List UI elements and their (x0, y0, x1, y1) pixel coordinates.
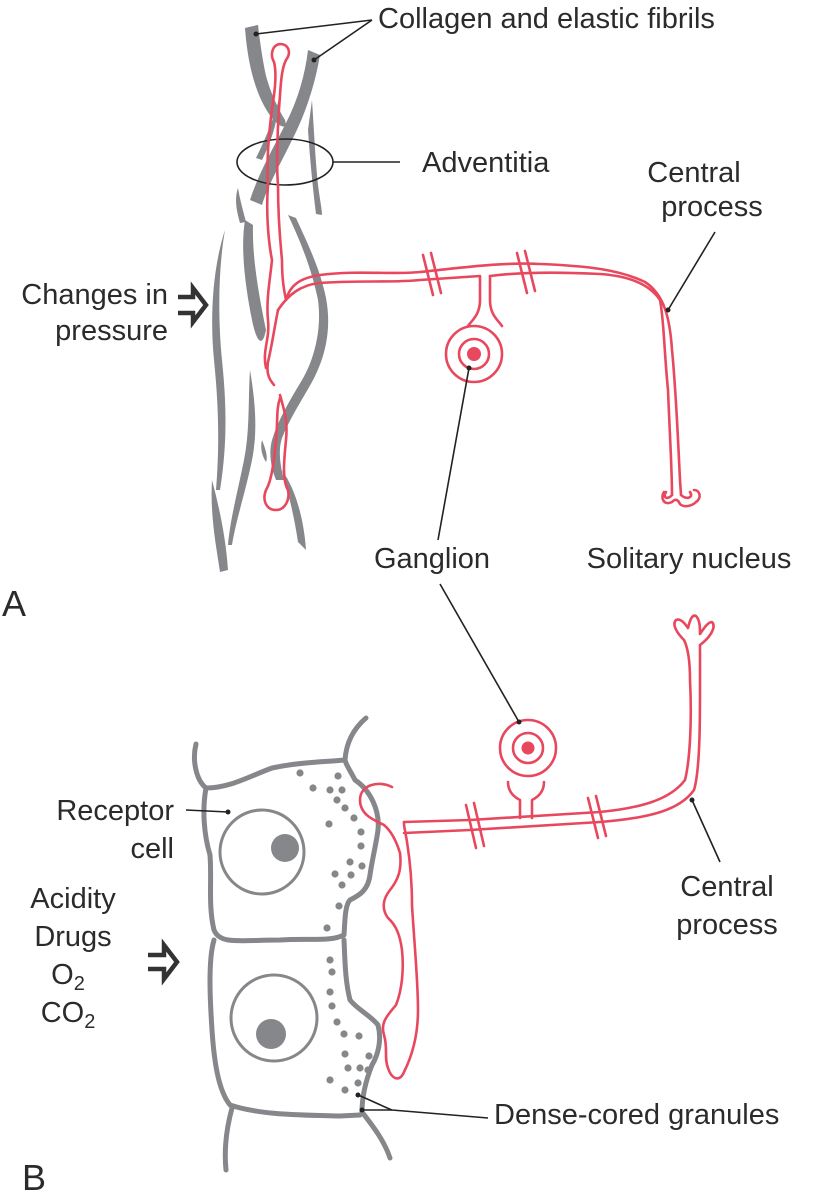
label-o2: O2 (51, 959, 85, 995)
leader-lines-b (185, 583, 721, 1119)
granule (338, 786, 346, 794)
granule (333, 796, 341, 804)
granule (340, 1030, 348, 1038)
granule (355, 1032, 363, 1040)
label-co2: CO2 (41, 997, 96, 1033)
granule (325, 820, 333, 828)
granule (356, 1064, 364, 1072)
granule (326, 988, 334, 996)
granule (347, 871, 355, 879)
dense-cored-granules (296, 769, 373, 1094)
receptor-cells (191, 715, 393, 1173)
leader-lines-a (253, 19, 716, 541)
label-changes-in-pressure-line1: Changes in (21, 279, 168, 311)
granule (328, 968, 336, 976)
granule (326, 786, 334, 794)
label-solitary-nucleus: Solitary nucleus (587, 543, 792, 575)
panel-a: Collagen and elastic fibrils Adventitia … (2, 3, 791, 624)
label-central-process-a-line2: process (661, 191, 763, 223)
label-central-process-a-line1: Central (647, 157, 741, 189)
granule (344, 1064, 352, 1072)
ganglion-cell-a (444, 324, 504, 384)
granule (350, 814, 358, 822)
baroreceptor-nerve-ending (263, 42, 701, 512)
granule (326, 956, 334, 964)
granule (357, 842, 365, 850)
label-dense-cored-granules: Dense-cored granules (494, 1099, 779, 1131)
label-adventitia: Adventitia (422, 147, 550, 179)
panel-label-a: A (2, 583, 26, 624)
granule (333, 1018, 341, 1026)
label-receptor-cell-line2: cell (130, 833, 174, 865)
ganglion-cell-b (498, 718, 558, 778)
granule (326, 1076, 334, 1084)
stimulus-arrow-icon (148, 938, 180, 986)
granule (334, 772, 342, 780)
granule (341, 1086, 349, 1094)
granule (346, 858, 354, 866)
axon-break-marks (421, 249, 537, 297)
granule (328, 1002, 336, 1010)
granule (341, 1050, 349, 1058)
label-central-process-b-line2: process (676, 909, 778, 941)
granule (364, 1066, 372, 1074)
granule (335, 902, 343, 910)
panel-b: Receptor cell Acidity Drugs O2 CO2 Centr… (22, 583, 779, 1198)
collagen-elastic-fibrils (211, 25, 329, 572)
granule (296, 769, 304, 777)
stimulus-arrow-icon (178, 281, 209, 329)
axon-break-marks-b (464, 794, 608, 850)
label-changes-in-pressure-line2: pressure (55, 315, 168, 347)
granule (309, 784, 317, 792)
cell-nuclei (218, 808, 319, 1063)
label-central-process-b-line1: Central (680, 871, 774, 903)
label-ganglion: Ganglion (374, 543, 490, 575)
label-collagen-elastic-fibrils: Collagen and elastic fibrils (378, 3, 715, 35)
granule (341, 804, 349, 812)
panel-label-b: B (22, 1157, 46, 1198)
label-acidity: Acidity (30, 883, 116, 915)
granule (338, 881, 346, 889)
granule (365, 1052, 373, 1060)
granule (354, 1079, 362, 1087)
granule (357, 828, 365, 836)
label-receptor-cell-line1: Receptor (56, 795, 174, 827)
label-drugs: Drugs (34, 921, 111, 953)
granule (323, 924, 331, 932)
granule (358, 862, 366, 870)
chemoreceptor-nerve-endings (358, 614, 715, 1080)
granule (331, 870, 339, 878)
